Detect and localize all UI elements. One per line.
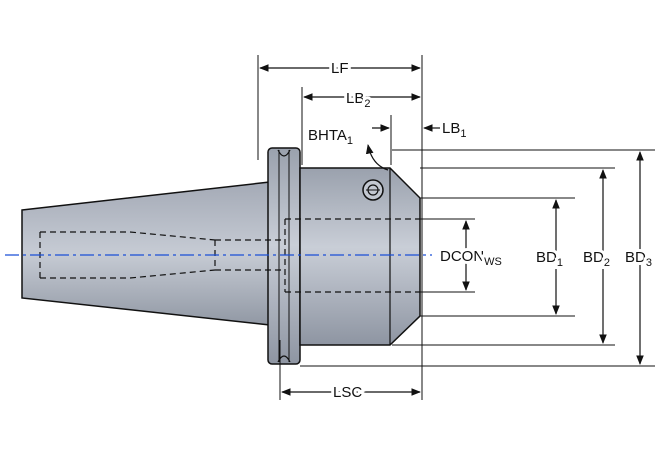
label-lb1: LB1 (442, 120, 466, 140)
bore-hidden-lines (39, 218, 420, 293)
taper-shank (21, 181, 271, 326)
label-lsc: LSC (333, 384, 362, 401)
extension-lines (257, 55, 655, 400)
holder-body (299, 167, 421, 346)
label-lf: LF (331, 60, 349, 77)
dimension-lines (259, 64, 644, 396)
dim-bhta-arc (365, 144, 389, 171)
label-dcon-ws: DCONWS (440, 248, 502, 268)
label-bd2: BD2 (583, 249, 610, 269)
clamp-screw-icon (362, 179, 384, 201)
label-bd3: BD3 (625, 249, 652, 269)
flange (267, 147, 301, 365)
label-bhta1: BHTA1 (308, 127, 353, 147)
label-lb2: LB2 (346, 90, 370, 110)
label-bd1: BD1 (536, 249, 563, 269)
tool-body (5, 147, 432, 365)
